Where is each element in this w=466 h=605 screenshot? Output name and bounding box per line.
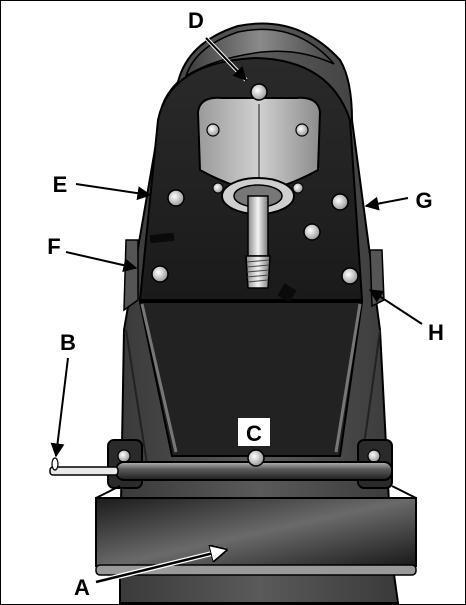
pin-ring xyxy=(51,457,59,471)
bolt-c xyxy=(247,449,265,467)
bolt-e xyxy=(167,189,185,207)
housing-bolt xyxy=(295,123,309,137)
plate-tab xyxy=(277,283,297,303)
arrow-e xyxy=(75,183,152,201)
housing-bolt xyxy=(292,182,304,194)
arrow-g xyxy=(364,196,409,211)
deflector-lip xyxy=(95,564,417,576)
deflector xyxy=(95,485,417,576)
callout-b: B xyxy=(60,330,76,355)
callout-a: A xyxy=(74,575,90,600)
output-shaft xyxy=(221,177,295,289)
plate-bolts xyxy=(151,83,359,285)
callout-f: F xyxy=(47,234,60,259)
cross-bar xyxy=(49,439,393,489)
callout-h: H xyxy=(428,320,444,345)
arrow-f xyxy=(65,251,138,273)
callout-g: G xyxy=(415,188,432,213)
callout-labels: D E F G H B C A xyxy=(47,8,444,600)
arrow-d xyxy=(205,37,247,82)
chute xyxy=(138,301,364,457)
arrow-b xyxy=(50,357,69,458)
callout-c-box xyxy=(238,418,270,446)
bolt-d xyxy=(250,83,268,101)
callout-arrows xyxy=(50,36,423,585)
callout-c: C xyxy=(246,421,262,446)
bolt-h xyxy=(341,267,359,285)
shaft xyxy=(247,195,269,257)
bracket-bolt xyxy=(367,449,381,463)
callout-d: D xyxy=(188,8,204,33)
housing-bolt xyxy=(212,182,224,194)
bracket-bolt xyxy=(117,449,131,463)
callout-e: E xyxy=(53,172,68,197)
plate-tab xyxy=(149,232,175,244)
housing-bolt xyxy=(206,123,220,137)
bolt xyxy=(303,223,321,241)
pin-b xyxy=(49,466,119,476)
arrow-a xyxy=(95,550,226,584)
arrow-h xyxy=(368,289,423,325)
bolt-f xyxy=(151,265,169,283)
gear-housing xyxy=(196,96,322,194)
bolt-g xyxy=(331,193,349,211)
